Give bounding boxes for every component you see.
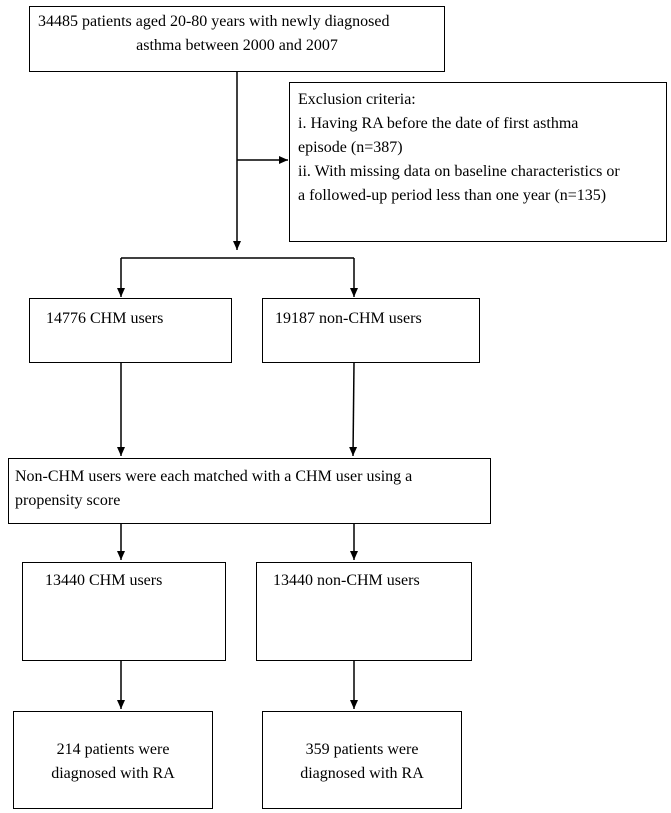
chm-outcome-line-1: 214 patients were (56, 741, 170, 758)
non-chm-outcome-box: 359 patients were diagnosed with RA (262, 711, 462, 809)
exclusion-item-2: ii. With missing data on baseline charac… (298, 163, 620, 180)
exclusion-heading: Exclusion criteria: (298, 91, 416, 108)
start-population-box: 34485 patients aged 20-80 years with new… (29, 6, 445, 72)
non-chm-users-box: 19187 non-CHM users (262, 298, 480, 363)
exclusion-item-1-cont: episode (n=387) (298, 139, 403, 156)
exclusion-item-2-cont: a followed-up period less than one year … (298, 187, 607, 204)
chm-outcome-box: 214 patients were diagnosed with RA (13, 711, 213, 809)
matched-chm-users-box: 13440 CHM users (22, 562, 226, 661)
non-chm-outcome-line-2: diagnosed with RA (300, 765, 424, 782)
start-line-2: asthma between 2000 and 2007 (136, 37, 338, 54)
chm-users-label: 14776 CHM users (46, 310, 164, 327)
propensity-matching-box: Non-CHM users were each matched with a C… (8, 458, 491, 524)
non-chm-users-label: 19187 non-CHM users (275, 310, 422, 327)
matched-non-chm-users-box: 13440 non-CHM users (256, 562, 472, 661)
matching-line-1: Non-CHM users were each matched with a C… (15, 468, 413, 485)
non-chm-outcome-line-1: 359 patients were (305, 741, 419, 758)
matched-non-chm-label: 13440 non-CHM users (273, 572, 420, 589)
exclusion-item-1: i. Having RA before the date of first as… (298, 115, 579, 132)
chm-users-box: 14776 CHM users (29, 298, 232, 363)
exclusion-criteria-box: Exclusion criteria: i. Having RA before … (289, 82, 667, 242)
chm-outcome-line-2: diagnosed with RA (51, 765, 175, 782)
matched-chm-label: 13440 CHM users (45, 572, 163, 589)
start-line-1: 34485 patients aged 20-80 years with new… (38, 13, 390, 30)
arrow-non-chm-to-matching (349, 362, 358, 457)
matching-line-2: propensity score (15, 492, 121, 509)
